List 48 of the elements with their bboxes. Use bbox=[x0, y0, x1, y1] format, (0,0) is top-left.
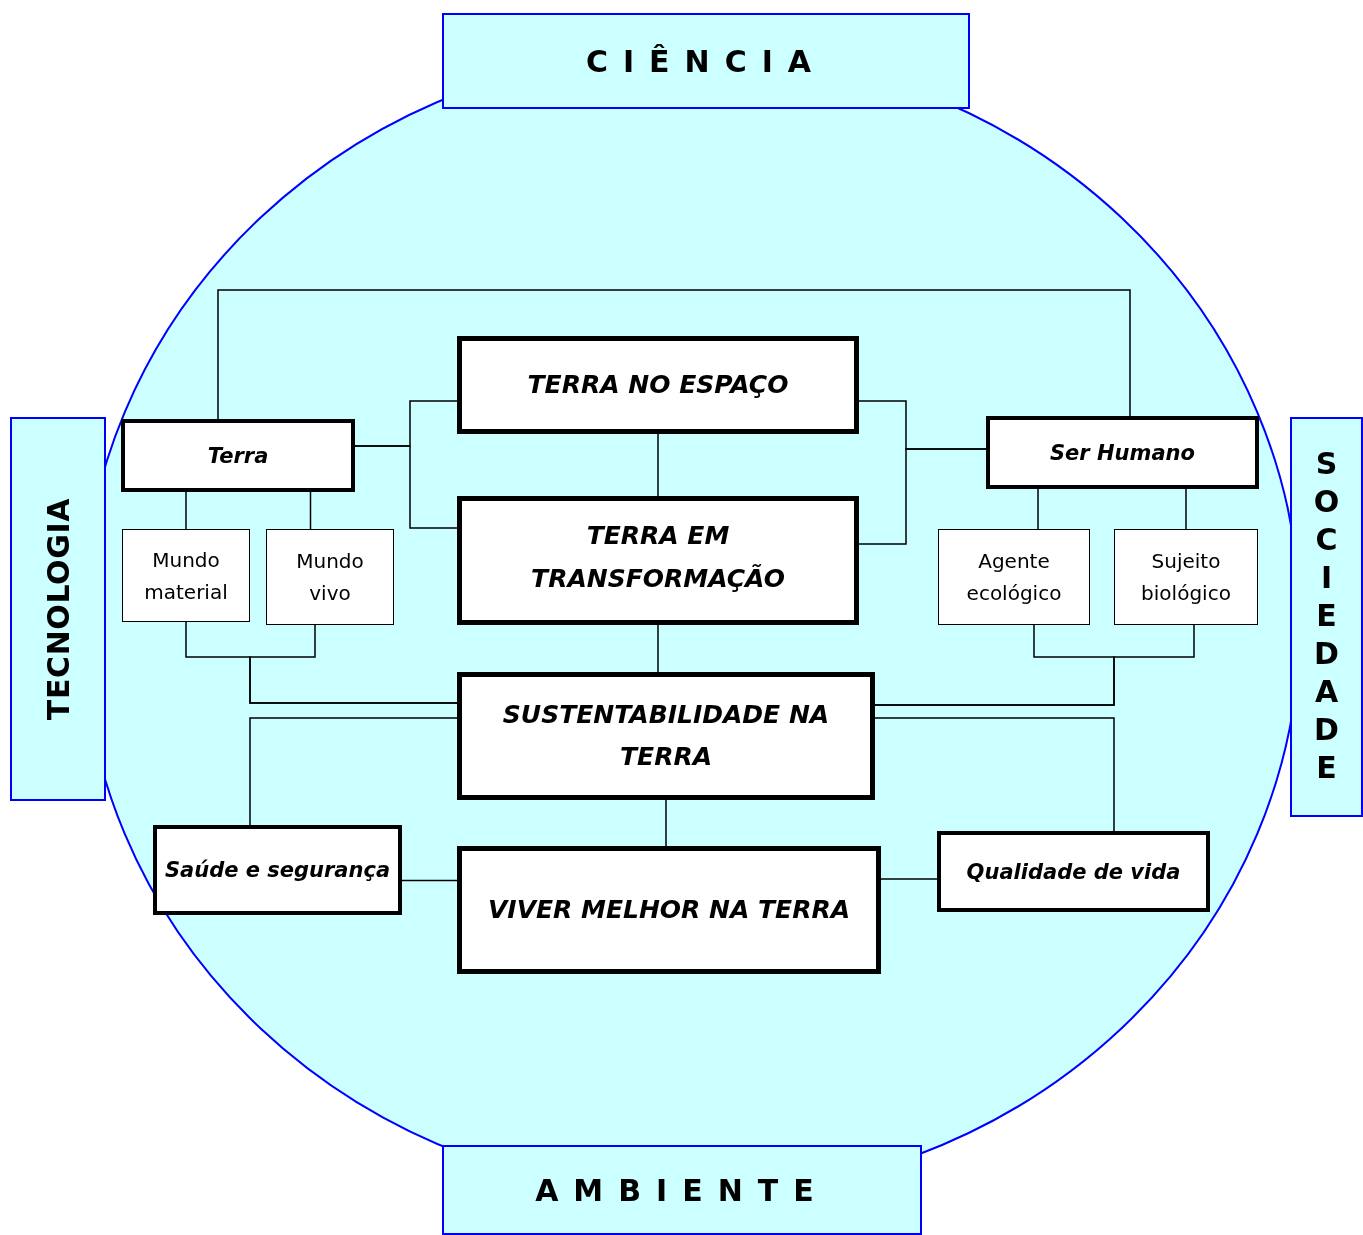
theme-label: AMBIENTE bbox=[534, 1172, 830, 1208]
topic-label: Mundo vivo bbox=[295, 548, 365, 607]
topic-label: TERRA NO ESPAÇO bbox=[526, 368, 790, 401]
topic-box bbox=[457, 672, 875, 800]
theme-banner bbox=[1290, 417, 1363, 817]
topic-label: Terra bbox=[206, 443, 270, 468]
connector-line bbox=[858, 448, 987, 545]
topic-label: Qualidade de vida bbox=[965, 859, 1182, 884]
subtopic-box bbox=[1114, 529, 1258, 625]
topic-box bbox=[457, 496, 859, 625]
theme-banner bbox=[442, 1145, 922, 1235]
topic-label: Ser Humano bbox=[1049, 440, 1196, 465]
subtopic-box bbox=[986, 416, 1259, 489]
subtopic-box bbox=[153, 825, 402, 915]
connector-line bbox=[874, 717, 1115, 832]
connector-line bbox=[874, 624, 1195, 706]
theme-banner bbox=[10, 417, 106, 801]
subtopic-box bbox=[121, 419, 355, 492]
topic-label: Agente ecológico bbox=[965, 548, 1063, 607]
topic-box bbox=[457, 336, 859, 434]
theme-label: SOCIEDADE bbox=[1308, 446, 1345, 788]
topic-label: Sujeito biológico bbox=[1140, 548, 1232, 607]
theme-label: CIÊNCIA bbox=[584, 43, 828, 79]
connector-line bbox=[401, 879, 458, 882]
topic-box bbox=[457, 846, 881, 974]
connector-line bbox=[354, 445, 458, 529]
subtopic-box bbox=[122, 529, 250, 622]
connector-line bbox=[1037, 488, 1039, 530]
connector-line bbox=[657, 624, 659, 673]
theme-banner bbox=[442, 13, 970, 109]
theme-label: TECNOLOGIA bbox=[39, 497, 77, 721]
connector-line bbox=[1185, 488, 1187, 530]
topic-label: Saúde e segurança bbox=[163, 858, 392, 882]
subtopic-box bbox=[266, 529, 394, 625]
connector-line bbox=[249, 717, 458, 826]
connector-line bbox=[657, 433, 659, 497]
topic-label: TERRA EM TRANSFORMAÇÃO bbox=[530, 520, 786, 595]
connector-line bbox=[309, 491, 312, 530]
subtopic-box bbox=[938, 529, 1090, 625]
connector-line bbox=[185, 491, 187, 530]
topic-label: VIVER MELHOR NA TERRA bbox=[487, 893, 851, 926]
connector-line bbox=[249, 624, 458, 704]
connector-line bbox=[665, 799, 667, 847]
subtopic-box bbox=[937, 831, 1210, 912]
topic-label: Mundo material bbox=[143, 546, 229, 606]
connector-line bbox=[217, 289, 1131, 420]
connector-line bbox=[880, 878, 938, 880]
topic-label: SUSTENTABILIDADE NA TERRA bbox=[501, 698, 831, 773]
